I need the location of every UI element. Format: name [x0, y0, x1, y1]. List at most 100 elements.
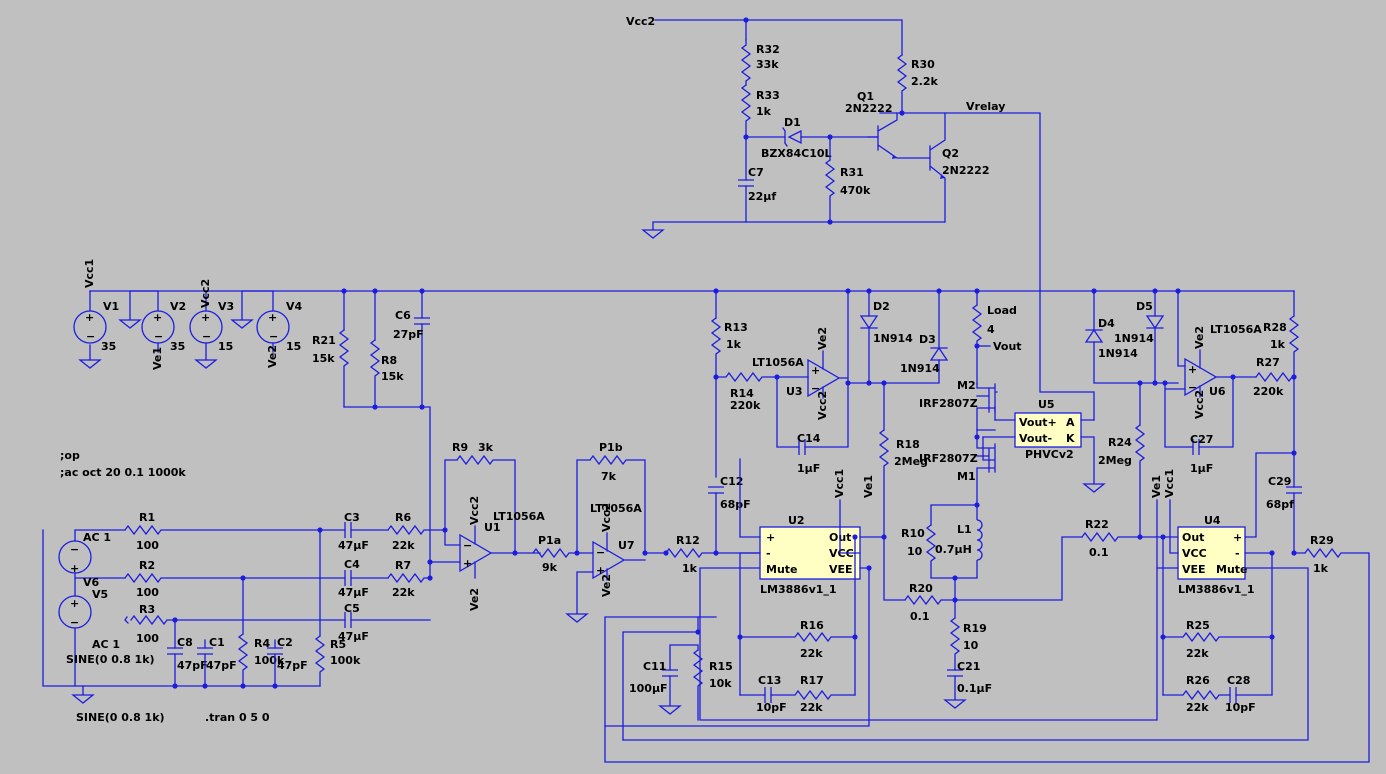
resistor-r16[interactable]: [739, 631, 856, 643]
opamp-u3[interactable]: +−: [776, 290, 849, 448]
transistor-q1[interactable]: [867, 112, 931, 159]
net-label-vcc2: Vcc2: [626, 15, 655, 28]
diode-d4[interactable]: [1084, 328, 1104, 343]
capacitor-c29[interactable]: [1286, 486, 1302, 494]
resistor-r29[interactable]: [604, 547, 1370, 763]
resistor-r10[interactable]: [925, 524, 978, 579]
capacitor-c2[interactable]: [267, 647, 283, 655]
resistor-r6[interactable]: [387, 524, 446, 536]
resistor-r13[interactable]: [710, 317, 722, 554]
directive-ac[interactable]: ;ac oct 20 0.1 1000k: [60, 466, 186, 479]
value-c4: 47µF: [338, 586, 369, 599]
resistor-r7[interactable]: [387, 572, 431, 584]
label-c1: C1: [209, 636, 225, 649]
resistor-r25[interactable]: [1162, 631, 1273, 643]
mosfet-m2[interactable]: [976, 383, 998, 431]
resistor-r2[interactable]: [124, 572, 346, 584]
resistor-r12[interactable]: [665, 547, 761, 559]
label-u3: U3: [786, 385, 803, 398]
inductor-l1[interactable]: [976, 505, 983, 578]
value-q1: 2N2222: [845, 102, 892, 115]
value-c29: 68pf: [1266, 498, 1294, 511]
opamp-u7[interactable]: −+: [565, 532, 646, 623]
resistor-p1b[interactable]: [589, 454, 646, 554]
label-r7: R7: [395, 559, 411, 572]
resistor-r30[interactable]: [896, 54, 908, 114]
capacitor-c12[interactable]: [708, 486, 724, 494]
transistor-q2[interactable]: [929, 112, 946, 223]
resistor-load[interactable]: [971, 304, 983, 385]
resistor-r21[interactable]: [338, 329, 350, 408]
mosfet-m1[interactable]: [976, 429, 996, 506]
capacitor-c7[interactable]: [738, 179, 754, 187]
value-d2: 1N914: [873, 332, 913, 345]
opamp-u1[interactable]: −+: [459, 525, 541, 579]
source-v5[interactable]: +−: [58, 577, 92, 687]
diode-d1[interactable]: [782, 127, 802, 147]
capacitor-c8[interactable]: [167, 647, 183, 655]
value-c6: 27pF: [393, 328, 424, 341]
diode-d5[interactable]: [1145, 315, 1165, 330]
label-d4: D4: [1098, 317, 1115, 330]
label-c12: C12: [720, 475, 743, 488]
resistor-r17[interactable]: [739, 689, 856, 701]
capacitor-c1[interactable]: [197, 647, 213, 655]
resistor-r1[interactable]: [124, 524, 346, 536]
resistor-r33[interactable]: [740, 84, 752, 138]
resistor-r26[interactable]: [1162, 689, 1231, 701]
capacitor-c27[interactable]: [1192, 439, 1200, 455]
label-ac: AC 1: [83, 531, 111, 544]
resistor-r9[interactable]: [456, 454, 516, 554]
label-d3: D3: [919, 333, 936, 346]
capacitor-c4[interactable]: [344, 570, 352, 586]
capacitor-c14[interactable]: [798, 439, 806, 455]
resistor-r28[interactable]: [1288, 315, 1300, 554]
resistor-r20[interactable]: [904, 577, 956, 606]
value-r22: 0.1: [1089, 546, 1109, 559]
net-u1-vn: Ve2: [468, 588, 481, 611]
svg-text:−: −: [811, 382, 820, 395]
label-v1: V1: [103, 300, 119, 313]
resistor-r15[interactable]: [692, 649, 704, 721]
resistor-r5[interactable]: [314, 635, 326, 687]
resistor-r31[interactable]: [824, 159, 836, 223]
value-r6: 22k: [392, 539, 415, 552]
source-v4[interactable]: +−: [256, 310, 290, 353]
svg-text:+: +: [268, 311, 277, 324]
resistor-r14[interactable]: [715, 371, 809, 383]
net-label-vrelay: Vrelay: [966, 100, 1005, 113]
resistor-r22[interactable]: [1081, 531, 1179, 543]
source-v2[interactable]: +−: [141, 310, 175, 353]
net-u3-vn: Vcc2: [816, 391, 829, 420]
resistor-r4[interactable]: [237, 633, 249, 687]
resistor-r32[interactable]: [740, 39, 752, 86]
chip-u4[interactable]: [1177, 526, 1246, 580]
opamp-u6[interactable]: +−: [1164, 290, 1257, 448]
resistor-r18[interactable]: [878, 429, 906, 601]
label-r22: R22: [1085, 518, 1109, 531]
value-d5: 1N914: [1114, 332, 1154, 345]
chip-u5[interactable]: [1014, 412, 1082, 448]
net-u6-vn: Vcc2: [1193, 390, 1206, 419]
diode-d2[interactable]: [859, 315, 879, 330]
resistor-r24[interactable]: [1134, 424, 1146, 538]
label-q1: Q1: [857, 90, 874, 103]
directive-tran[interactable]: .tran 0 5 0: [205, 711, 270, 724]
resistor-r8[interactable]: [369, 339, 381, 408]
capacitor-c11[interactable]: [662, 669, 678, 677]
resistor-r27[interactable]: [1255, 371, 1295, 383]
diode-d3[interactable]: [929, 346, 949, 361]
directive-op[interactable]: ;op: [60, 449, 80, 462]
pin-u5-voutm: Vout-: [1019, 432, 1052, 445]
resistor-r19[interactable]: [949, 617, 961, 671]
capacitor-c3[interactable]: [344, 522, 352, 538]
source-v3[interactable]: +−: [189, 290, 223, 369]
label-c5: C5: [344, 602, 360, 615]
capacitor-c6[interactable]: [414, 317, 430, 325]
label-u4: U4: [1204, 514, 1221, 527]
source-v1[interactable]: +−: [73, 290, 107, 369]
resistor-p1a[interactable]: [532, 547, 594, 559]
resistor-r3[interactable]: [130, 614, 346, 626]
value-r8: 15k: [381, 370, 404, 383]
